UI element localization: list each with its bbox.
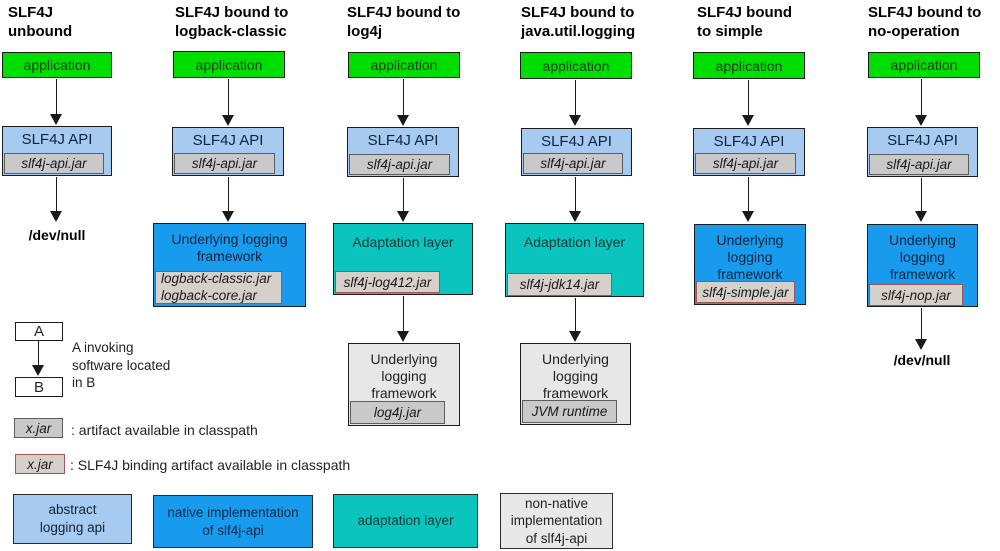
- slf4j-api-label: SLF4J API: [713, 133, 785, 150]
- legend-node-a: A: [15, 322, 63, 341]
- legend-arrow: [32, 341, 45, 376]
- adaptation-box: Adaptation layer slf4j-jdk14.jar: [505, 223, 644, 297]
- slf4j-api-label: SLF4J API: [887, 132, 958, 149]
- column-title: SLF4J bound to java.util.logging: [521, 4, 636, 40]
- column-title: SLF4J unbound: [8, 4, 73, 40]
- jar-label: JVM runtime: [522, 400, 617, 423]
- jar-label: slf4j-api.jar: [174, 153, 275, 174]
- color-key-native-impl: native implementation of slf4j-api: [153, 495, 313, 548]
- legend-binding-jar: x.jar: [15, 454, 65, 474]
- framework-box: Underlying logging framework slf4j-simpl…: [694, 224, 806, 305]
- jar-label: slf4j-api.jar: [869, 154, 969, 175]
- application-label: application: [542, 57, 610, 74]
- framework-label: Underlying logging framework: [370, 351, 438, 401]
- adaptation-label: Adaptation layer: [523, 234, 626, 250]
- adaptation-box: Adaptation layer slf4j-log412.jar: [333, 223, 473, 295]
- legend-binding-jar-desc: : SLF4J binding artifact available in cl…: [70, 457, 351, 473]
- framework-label: Underlying logging framework: [716, 232, 784, 282]
- application-box: application: [2, 52, 112, 78]
- column-title: SLF4J bound to log4j: [347, 4, 461, 40]
- application-label: application: [195, 56, 263, 73]
- column-title: SLF4J bound to simple: [697, 4, 792, 40]
- flow-arrow: [569, 298, 582, 342]
- application-box: application: [868, 52, 980, 78]
- flow-arrow: [222, 177, 235, 222]
- application-box: application: [173, 51, 285, 78]
- application-label: application: [23, 57, 91, 73]
- framework-label: Underlying logging framework: [889, 232, 956, 282]
- slf4j-api-label: SLF4J API: [367, 132, 439, 149]
- framework-box: Underlying logging framework JVM runtime: [520, 343, 631, 425]
- flow-arrow: [397, 79, 410, 126]
- application-box: application: [693, 52, 805, 79]
- binding-jar-label: slf4j-nop.jar: [869, 284, 963, 306]
- column-title: SLF4J bound to no-operation: [868, 4, 982, 40]
- color-key-abstract-api: abstract logging api: [13, 494, 132, 544]
- binding-jar-label: logback-classic.jar logback-core.jar: [155, 271, 282, 304]
- slf4j-api-box: SLF4J API slf4j-api.jar: [2, 126, 112, 176]
- application-label: application: [370, 57, 438, 73]
- legend-node-b: B: [15, 377, 63, 397]
- binding-jar-label: slf4j-jdk14.jar: [507, 273, 612, 296]
- flow-arrow: [222, 79, 235, 126]
- dev-null-label: /dev/null: [893, 352, 951, 368]
- legend-invoke-text: A invoking software located in B: [72, 340, 171, 391]
- flow-arrow: [569, 177, 582, 222]
- jar-label: slf4j-api.jar: [695, 153, 796, 174]
- adaptation-label: Adaptation layer: [352, 234, 454, 250]
- slf4j-api-box: SLF4J API slf4j-api.jar: [347, 127, 459, 177]
- binding-jar-label: slf4j-log412.jar: [335, 271, 440, 293]
- flow-arrow: [915, 79, 928, 126]
- flow-arrow: [742, 80, 755, 126]
- slf4j-api-box: SLF4J API slf4j-api.jar: [867, 127, 978, 177]
- flow-arrow: [569, 80, 582, 126]
- legend-plain-jar: x.jar: [14, 418, 63, 438]
- framework-box: Underlying logging framework logback-cla…: [153, 223, 306, 307]
- application-label: application: [890, 57, 958, 73]
- application-box: application: [348, 52, 460, 78]
- color-key-adaptation-layer: adaptation layer: [333, 494, 478, 548]
- slf4j-api-label: SLF4J API: [21, 131, 93, 148]
- dev-null-label: /dev/null: [28, 227, 86, 243]
- flow-arrow: [50, 79, 63, 125]
- flow-arrow: [397, 178, 410, 222]
- slf4j-api-box: SLF4J API slf4j-api.jar: [172, 127, 284, 176]
- application-label: application: [715, 57, 783, 74]
- framework-box: Underlying logging framework slf4j-nop.j…: [867, 224, 978, 307]
- slf4j-api-box: SLF4J API slf4j-api.jar: [693, 128, 805, 176]
- flow-arrow: [915, 308, 928, 350]
- application-box: application: [520, 52, 632, 79]
- jar-label: slf4j-api.jar: [349, 154, 450, 175]
- color-key-non-native-impl: non-native implementation of slf4j-api: [500, 493, 613, 549]
- slf4j-api-label: SLF4J API: [541, 133, 612, 150]
- flow-arrow: [915, 178, 928, 222]
- flow-arrow: [50, 177, 63, 222]
- binding-jar-label: slf4j-simple.jar: [696, 281, 795, 303]
- flow-arrow: [397, 296, 410, 342]
- framework-label: Underlying logging framework: [542, 351, 609, 401]
- column-title: SLF4J bound to logback-classic: [175, 4, 289, 40]
- jar-label: slf4j-api.jar: [523, 153, 623, 174]
- slf4j-api-label: SLF4J API: [192, 132, 264, 149]
- flow-arrow: [742, 177, 755, 222]
- jar-label: log4j.jar: [350, 401, 445, 424]
- slf4j-api-box: SLF4J API slf4j-api.jar: [521, 128, 632, 176]
- legend-plain-jar-desc: : artifact available in classpath: [71, 422, 258, 438]
- jar-label: slf4j-api.jar: [4, 153, 104, 174]
- framework-box: Underlying logging framework log4j.jar: [348, 343, 460, 426]
- framework-label: Underlying logging framework: [171, 231, 288, 264]
